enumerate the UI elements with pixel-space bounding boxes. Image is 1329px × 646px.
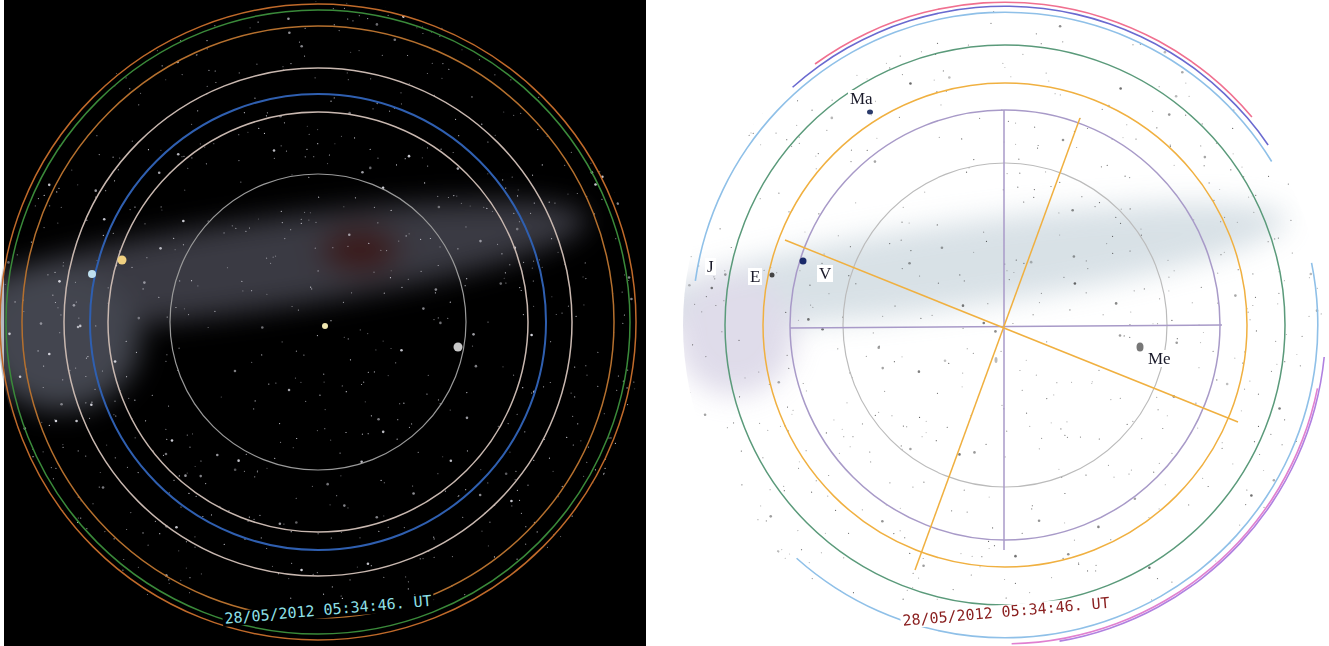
planet-dot <box>1137 343 1144 352</box>
orbit-arc <box>796 263 1319 639</box>
stars <box>683 0 1323 600</box>
planet-dot <box>88 270 96 278</box>
orbit-arc <box>792 5 1269 145</box>
orbit-ring <box>108 112 528 532</box>
planet-dot <box>454 343 463 352</box>
planet-dot <box>800 258 807 265</box>
timestamp: 28/05/2012 05:34:46. UT <box>900 596 1112 629</box>
orbit-arc <box>695 11 1273 281</box>
planet-label: V <box>817 265 833 282</box>
axis-line <box>915 118 1080 570</box>
planet-label: E <box>748 268 762 285</box>
planet-label: J <box>705 258 716 275</box>
orbit-ring <box>725 45 1285 605</box>
dark-chart <box>0 0 646 646</box>
planet-dot <box>867 110 873 115</box>
orbit-ring <box>22 26 614 618</box>
axis-line <box>790 325 1222 328</box>
orbit-ring <box>90 94 546 550</box>
planet-dot <box>995 357 998 363</box>
orbit-ring <box>170 174 466 470</box>
orbit-ring <box>64 68 572 576</box>
orbit-ring <box>0 4 636 640</box>
planet-dot <box>118 256 127 265</box>
orbit-arc <box>815 1 1253 117</box>
planet-dot <box>322 323 328 329</box>
light-chart <box>627 0 1325 645</box>
orbit-ring <box>6 10 630 634</box>
planet-label: Ma <box>848 90 875 107</box>
planet-label: Me <box>1146 350 1173 367</box>
axis-line <box>1003 110 1005 550</box>
axis-line <box>785 240 1238 422</box>
planet-dot <box>770 273 775 278</box>
